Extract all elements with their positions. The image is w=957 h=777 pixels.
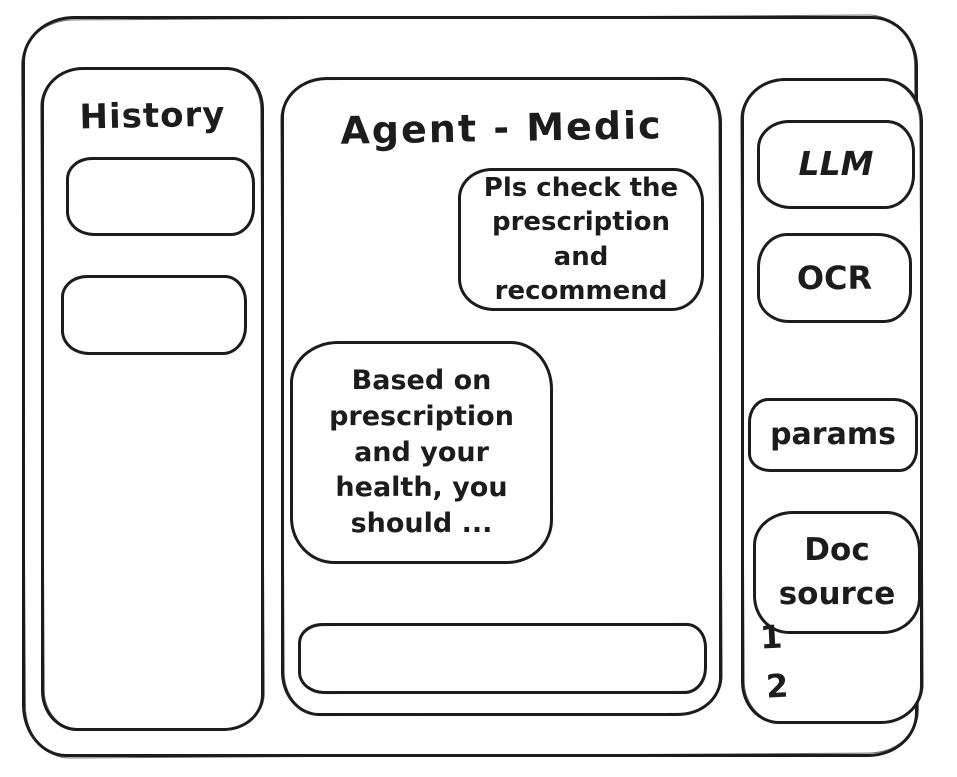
history-title: History [79,94,226,138]
chat-input[interactable] [298,623,707,694]
history-panel: History [41,67,264,731]
doc-source-button[interactable]: Doc source [753,511,921,634]
llm-button[interactable]: LLM [757,120,915,209]
chat-title: Agent - Medic [340,103,663,153]
params-button[interactable]: params [748,398,918,472]
app-frame: History Agent - Medic Pls check the pres… [22,16,923,757]
history-item[interactable] [66,157,255,236]
ocr-button[interactable]: OCR [757,233,912,323]
history-item[interactable] [61,275,247,355]
chat-panel: Agent - Medic Pls check the prescription… [281,77,722,716]
doc-source-item: 1 [759,617,784,657]
assistant-message-text: Based on prescription and your health, y… [329,365,514,539]
assistant-message-bubble: Based on prescription and your health, y… [290,341,553,564]
user-message-text: Pls check the prescription and recommend [483,172,679,306]
doc-source-item: 2 [765,666,790,706]
user-message-bubble: Pls check the prescription and recommend [458,168,704,311]
tools-panel: LLM OCR params Doc source 1 2 [741,78,923,724]
